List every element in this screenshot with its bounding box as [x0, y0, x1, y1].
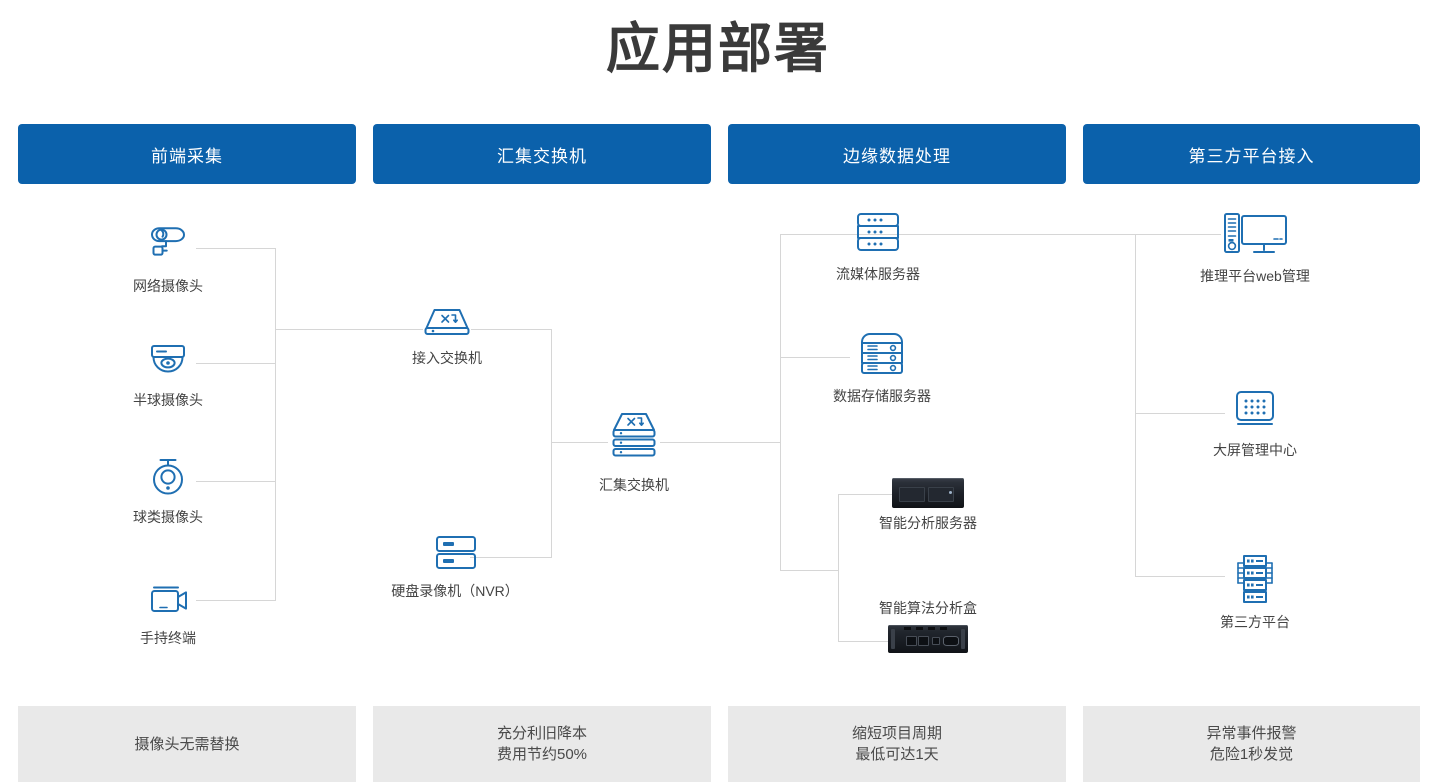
- node-label: 半球摄像头: [133, 392, 203, 408]
- connector-stub-dome-camera: [196, 363, 276, 364]
- node-label: 手持终端: [140, 630, 196, 646]
- node-nvr[interactable]: 硬盘录像机（NVR）: [385, 531, 525, 601]
- connector-stub-video-wall: [1135, 413, 1225, 414]
- bullet-camera-icon: [108, 222, 228, 270]
- node-handheld-terminal[interactable]: 手持终端: [108, 580, 228, 648]
- column-header-front-end-collection[interactable]: 前端采集: [18, 124, 356, 184]
- node-third-party-platform[interactable]: 第三方平台: [1192, 552, 1318, 632]
- connector-bus-column3: [780, 234, 781, 571]
- storage-server-icon: [822, 330, 942, 380]
- node-label: 第三方平台: [1220, 614, 1290, 630]
- connector-stub-ball-camera: [196, 481, 276, 482]
- connector-aggregation-switch-to-bus3: [660, 442, 781, 443]
- edge-analysis-box-photo: [866, 624, 990, 654]
- node-label: 智能算法分析盒: [879, 600, 977, 616]
- node-aggregation-switch[interactable]: 汇集交换机: [574, 409, 694, 495]
- connector-access-switch-to-bus2: [471, 329, 552, 330]
- connector-stub-nvr: [470, 557, 552, 558]
- node-dome-camera[interactable]: 半球摄像头: [108, 340, 228, 410]
- benefit-line: 费用节约50%: [496, 746, 588, 763]
- node-algorithm-box[interactable]: 智能算法分析盒: [866, 598, 990, 654]
- benefit-box-aggregation-switch: 充分利旧降本 费用节约50%: [373, 706, 711, 782]
- page-title: 应用部署: [606, 19, 830, 79]
- benefit-line: 充分利旧降本: [496, 725, 587, 742]
- rack-server-icon: [818, 210, 938, 258]
- connector-stub-analysis-server: [838, 494, 896, 495]
- connector-stub-network-camera: [196, 248, 276, 249]
- connector-bus-column2: [551, 329, 552, 557]
- connector-bus-column1: [275, 248, 276, 600]
- connector-stub-storage-server: [780, 357, 850, 358]
- node-network-camera[interactable]: 网络摄像头: [108, 222, 228, 296]
- node-storage-server[interactable]: 数据存储服务器: [822, 330, 942, 406]
- connector-stub-third-party-platform: [1135, 576, 1225, 577]
- nvr-icon: [385, 531, 525, 575]
- ball-camera-icon: [108, 455, 228, 501]
- node-label: 推理平台web管理: [1200, 268, 1310, 284]
- node-label: 智能分析服务器: [879, 515, 977, 531]
- node-streaming-server[interactable]: 流媒体服务器: [818, 210, 938, 284]
- connector-column1-to-access-switch: [275, 329, 423, 330]
- node-label: 汇集交换机: [599, 477, 669, 493]
- node-label: 大屏管理中心: [1213, 442, 1297, 458]
- rackmount-server-photo: [868, 477, 988, 509]
- benefit-box-front-end-collection: 摄像头无需替换: [18, 706, 356, 782]
- connector-subbus-analysis: [838, 494, 839, 641]
- column-header-aggregation-switch[interactable]: 汇集交换机: [373, 124, 711, 184]
- node-label: 流媒体服务器: [836, 266, 920, 282]
- node-label: 数据存储服务器: [833, 388, 931, 404]
- connector-stub-web-management: [1135, 234, 1221, 235]
- node-label: 接入交换机: [412, 350, 482, 366]
- switch-icon: [387, 302, 507, 342]
- benefit-line: 摄像头无需替换: [134, 735, 240, 753]
- benefit-line: 缩短项目周期: [851, 725, 942, 742]
- node-access-switch[interactable]: 接入交换机: [387, 302, 507, 368]
- connector-stub-handheld-terminal: [196, 600, 276, 601]
- column-header-edge-data-processing[interactable]: 边缘数据处理: [728, 124, 1066, 184]
- benefit-box-edge-data-processing: 缩短项目周期 最低可达1天: [728, 706, 1066, 782]
- benefit-line: 危险1秒发觉: [1209, 746, 1294, 763]
- node-label: 网络摄像头: [133, 278, 203, 294]
- connector-stub-algorithm-box: [838, 641, 896, 642]
- node-web-management[interactable]: 推理平台web管理: [1192, 210, 1318, 286]
- benefit-line: 最低可达1天: [855, 746, 939, 763]
- benefit-line: 异常事件报警: [1206, 725, 1297, 742]
- stacked-switch-icon: [574, 409, 694, 469]
- dome-camera-icon: [108, 340, 228, 384]
- node-label: 硬盘录像机（NVR）: [391, 583, 519, 599]
- connector-bus3-to-subbus: [780, 570, 839, 571]
- node-ball-camera[interactable]: 球类摄像头: [108, 455, 228, 527]
- node-label: 球类摄像头: [133, 509, 203, 525]
- node-video-wall[interactable]: 大屏管理中心: [1192, 388, 1318, 460]
- column-header-third-party-platform-access[interactable]: 第三方平台接入: [1083, 124, 1420, 184]
- node-analysis-server[interactable]: 智能分析服务器: [868, 477, 988, 533]
- connector-bus2-to-aggregation-switch: [551, 442, 608, 443]
- connector-bus-column4: [1135, 234, 1136, 576]
- server-cluster-icon: [1192, 552, 1318, 606]
- video-wall-icon: [1192, 388, 1318, 434]
- camcorder-icon: [108, 580, 228, 622]
- benefit-box-third-party-platform-access: 异常事件报警 危险1秒发觉: [1083, 706, 1420, 782]
- desktop-computer-icon: [1192, 210, 1318, 260]
- connector-bus3-to-bus4: [780, 234, 1136, 235]
